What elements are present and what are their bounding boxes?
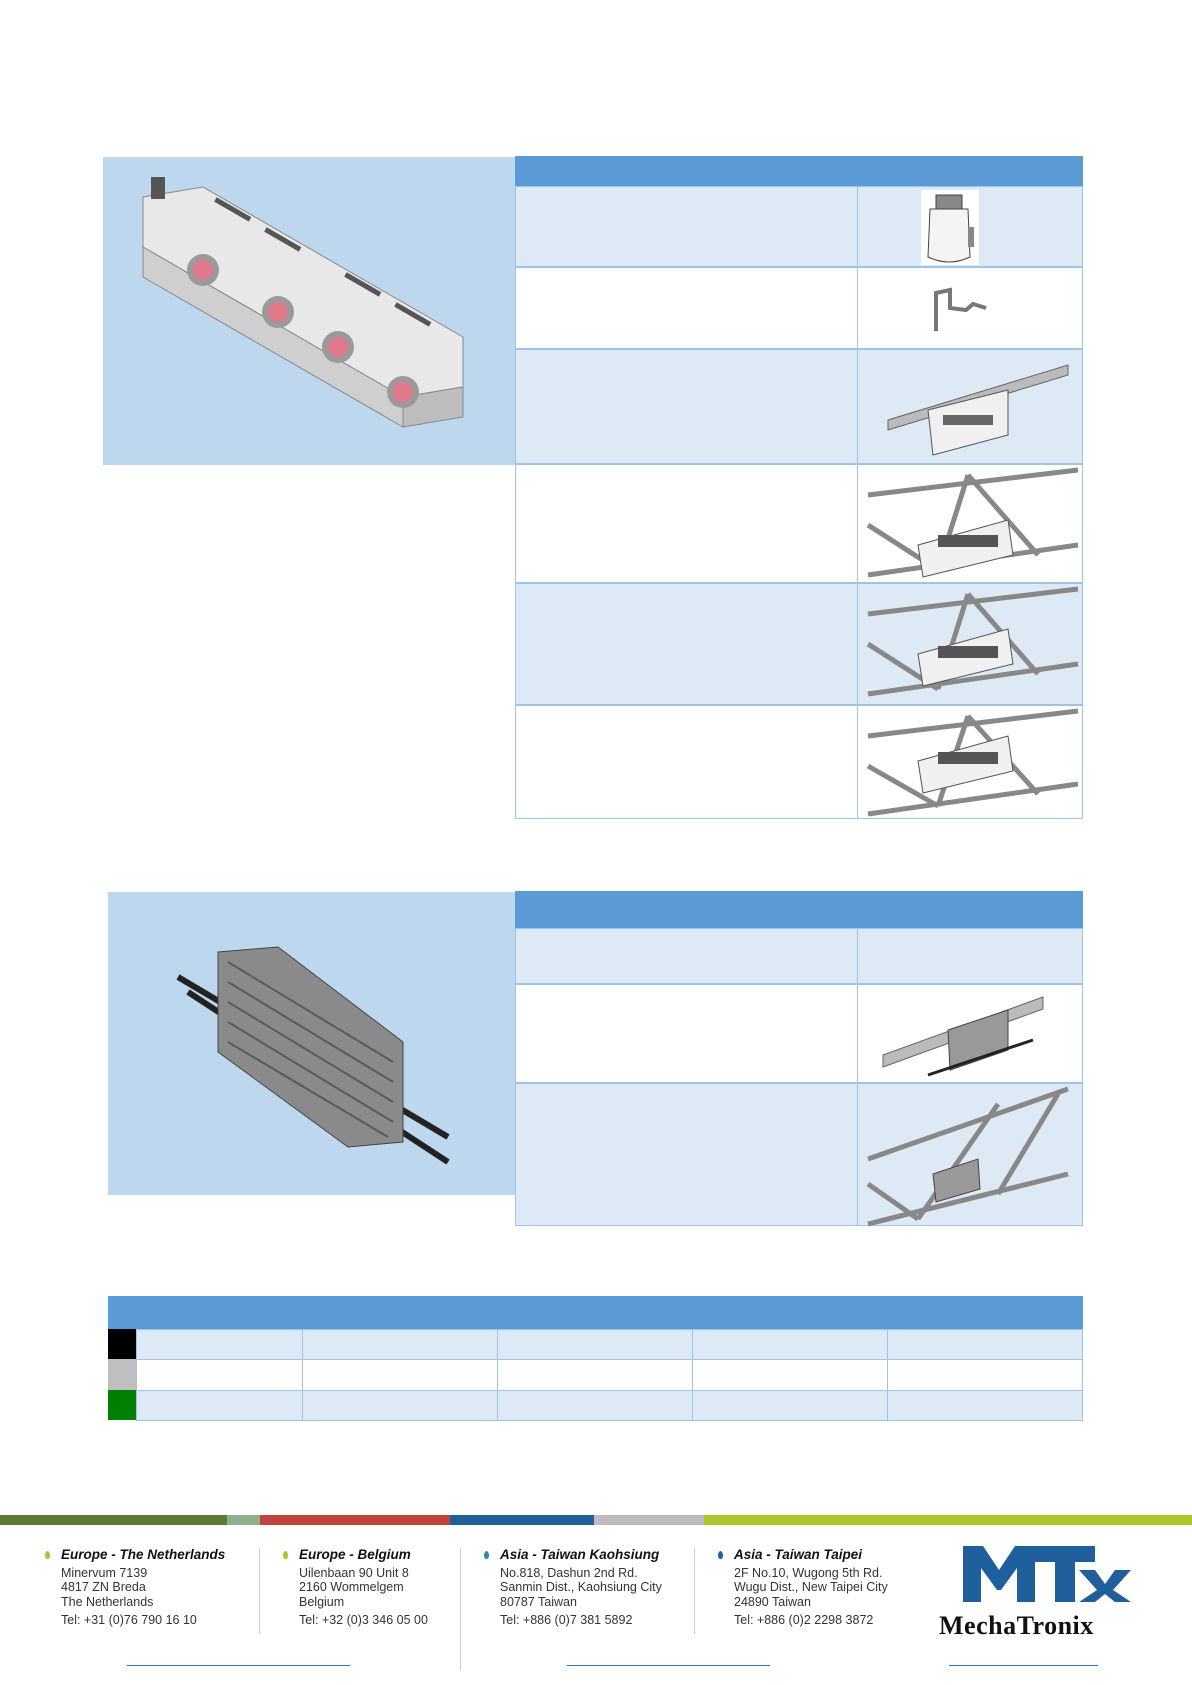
color-table-cell bbox=[692, 1359, 888, 1391]
color-table-cell bbox=[497, 1390, 693, 1421]
driver-row-3-image bbox=[857, 1083, 1083, 1227]
office-belgium: Europe - Belgium Uilenbaan 90 Unit 8 216… bbox=[283, 1547, 428, 1628]
office-name: Asia - Taiwan Kaohsiung bbox=[500, 1547, 660, 1562]
color-bar-segment bbox=[704, 1515, 1192, 1525]
color-table-cell bbox=[887, 1329, 1083, 1360]
office-address-line: 2160 Wommelgem bbox=[299, 1580, 404, 1594]
color-table-cell bbox=[302, 1329, 498, 1360]
cable-gland-icon bbox=[921, 190, 979, 265]
color-table-cell bbox=[497, 1329, 693, 1360]
accessory-row-2-image bbox=[857, 267, 1083, 349]
office-name: Europe - Belgium bbox=[299, 1547, 411, 1562]
driver-row-3-text bbox=[515, 1083, 858, 1226]
color-swatch-green bbox=[108, 1390, 136, 1420]
hook-bracket-icon bbox=[934, 287, 987, 331]
accessory-row-4-text bbox=[515, 464, 858, 583]
color-table-row-3 bbox=[136, 1390, 303, 1421]
driver-row-1-image bbox=[857, 928, 1083, 984]
color-table-row-1 bbox=[136, 1329, 303, 1360]
accessory-row-6-image bbox=[857, 705, 1083, 819]
truss-mount-icon bbox=[866, 1086, 1069, 1227]
color-bar-segment bbox=[227, 1515, 260, 1525]
office-address-line: Wugu Dist., New Taipei City bbox=[734, 1580, 888, 1594]
accessory-row-5-text bbox=[515, 583, 858, 705]
office-tel: Tel: +32 (0)3 346 05 00 bbox=[299, 1613, 428, 1627]
drop-icon bbox=[45, 1551, 50, 1559]
color-table-cell bbox=[692, 1390, 888, 1421]
driver-row-2-text bbox=[515, 984, 858, 1083]
office-address-line: The Netherlands bbox=[61, 1594, 154, 1609]
office-tel: Tel: +31 (0)76 790 16 10 bbox=[61, 1613, 197, 1627]
office-taipei: Asia - Taiwan Taipei 2F No.10, Wugong 5t… bbox=[718, 1547, 888, 1628]
office-address-line: No.818, Dashun 2nd Rd. bbox=[500, 1565, 638, 1580]
color-table-cell bbox=[692, 1329, 888, 1360]
drop-icon bbox=[283, 1551, 288, 1559]
color-bar-segment bbox=[260, 1515, 450, 1525]
footer-divider bbox=[460, 1548, 461, 1670]
accessory-row-1-image bbox=[857, 186, 1083, 267]
website-link[interactable] bbox=[127, 1665, 350, 1666]
rail-mount-icon bbox=[882, 996, 1044, 1077]
accessory-row-1-text bbox=[515, 186, 858, 267]
accessory-row-3-text bbox=[515, 349, 858, 464]
office-address-line: 80787 Taiwan bbox=[500, 1594, 577, 1609]
color-table-cell bbox=[887, 1390, 1083, 1421]
email-link[interactable] bbox=[567, 1665, 770, 1666]
footer-divider bbox=[694, 1548, 695, 1634]
heatsink-icon bbox=[176, 946, 450, 1165]
contact-link[interactable] bbox=[949, 1665, 1098, 1666]
product-photo-heatsink bbox=[108, 892, 515, 1195]
office-address-line: 2F No.10, Wugong 5th Rd. bbox=[734, 1565, 883, 1580]
accessory-row-3-image bbox=[857, 349, 1083, 464]
drivers-table-header bbox=[515, 891, 1083, 928]
accessory-row-4-image bbox=[857, 464, 1083, 583]
logo-text: MechaTronix bbox=[939, 1611, 1094, 1640]
color-bar-segment bbox=[0, 1515, 227, 1525]
office-address-line: Minervum 7139 bbox=[61, 1565, 148, 1580]
color-swatch-black bbox=[108, 1329, 136, 1359]
led-fixture-icon bbox=[142, 177, 464, 428]
color-table-cell bbox=[497, 1359, 693, 1391]
mtx-logo-icon bbox=[963, 1546, 1131, 1602]
color-bar-segment bbox=[594, 1515, 704, 1525]
office-netherlands: Europe - The Netherlands Minervum 7139 4… bbox=[45, 1547, 226, 1628]
truss-mount-icon bbox=[866, 467, 1079, 578]
rail-mount-icon bbox=[887, 364, 1069, 456]
color-swatch-grey bbox=[108, 1359, 136, 1390]
accessory-row-2-text bbox=[515, 267, 858, 349]
color-table-cell bbox=[887, 1359, 1083, 1391]
office-address-line: 4817 ZN Breda bbox=[61, 1580, 146, 1594]
color-table-cell bbox=[302, 1359, 498, 1391]
footer-divider bbox=[259, 1548, 260, 1634]
office-address-line: 24890 Taiwan bbox=[734, 1594, 811, 1609]
office-name: Asia - Taiwan Taipei bbox=[734, 1547, 863, 1562]
drop-icon bbox=[484, 1551, 489, 1559]
truss-mount-icon bbox=[866, 708, 1079, 817]
office-name: Europe - The Netherlands bbox=[61, 1547, 226, 1562]
office-tel: Tel: +886 (0)2 2298 3872 bbox=[734, 1613, 874, 1627]
mechatronix-logo: MechaTronix bbox=[939, 1546, 1139, 1641]
color-bar-segment bbox=[450, 1515, 594, 1525]
accessory-row-5-image bbox=[857, 583, 1083, 705]
driver-row-1-text bbox=[515, 928, 858, 984]
office-address-line: Sanmin Dist., Kaohsiung City bbox=[500, 1580, 662, 1594]
product-photo-fixture bbox=[103, 157, 515, 465]
office-kaohsiung: Asia - Taiwan Kaohsiung No.818, Dashun 2… bbox=[484, 1547, 662, 1628]
office-address-line: Uilenbaan 90 Unit 8 bbox=[299, 1565, 409, 1580]
drop-icon bbox=[718, 1551, 723, 1559]
driver-row-2-image bbox=[857, 984, 1083, 1083]
color-table-header bbox=[108, 1296, 1083, 1329]
accessory-row-6-text bbox=[515, 705, 858, 819]
office-tel: Tel: +886 (0)7 381 5892 bbox=[500, 1613, 633, 1627]
color-table-cell bbox=[302, 1390, 498, 1421]
office-address-line: Belgium bbox=[299, 1594, 345, 1609]
accessories-table-header bbox=[515, 156, 1083, 186]
truss-mount-icon bbox=[866, 586, 1079, 697]
color-table-row-2 bbox=[136, 1359, 303, 1391]
footer-color-bar bbox=[0, 1515, 1192, 1525]
